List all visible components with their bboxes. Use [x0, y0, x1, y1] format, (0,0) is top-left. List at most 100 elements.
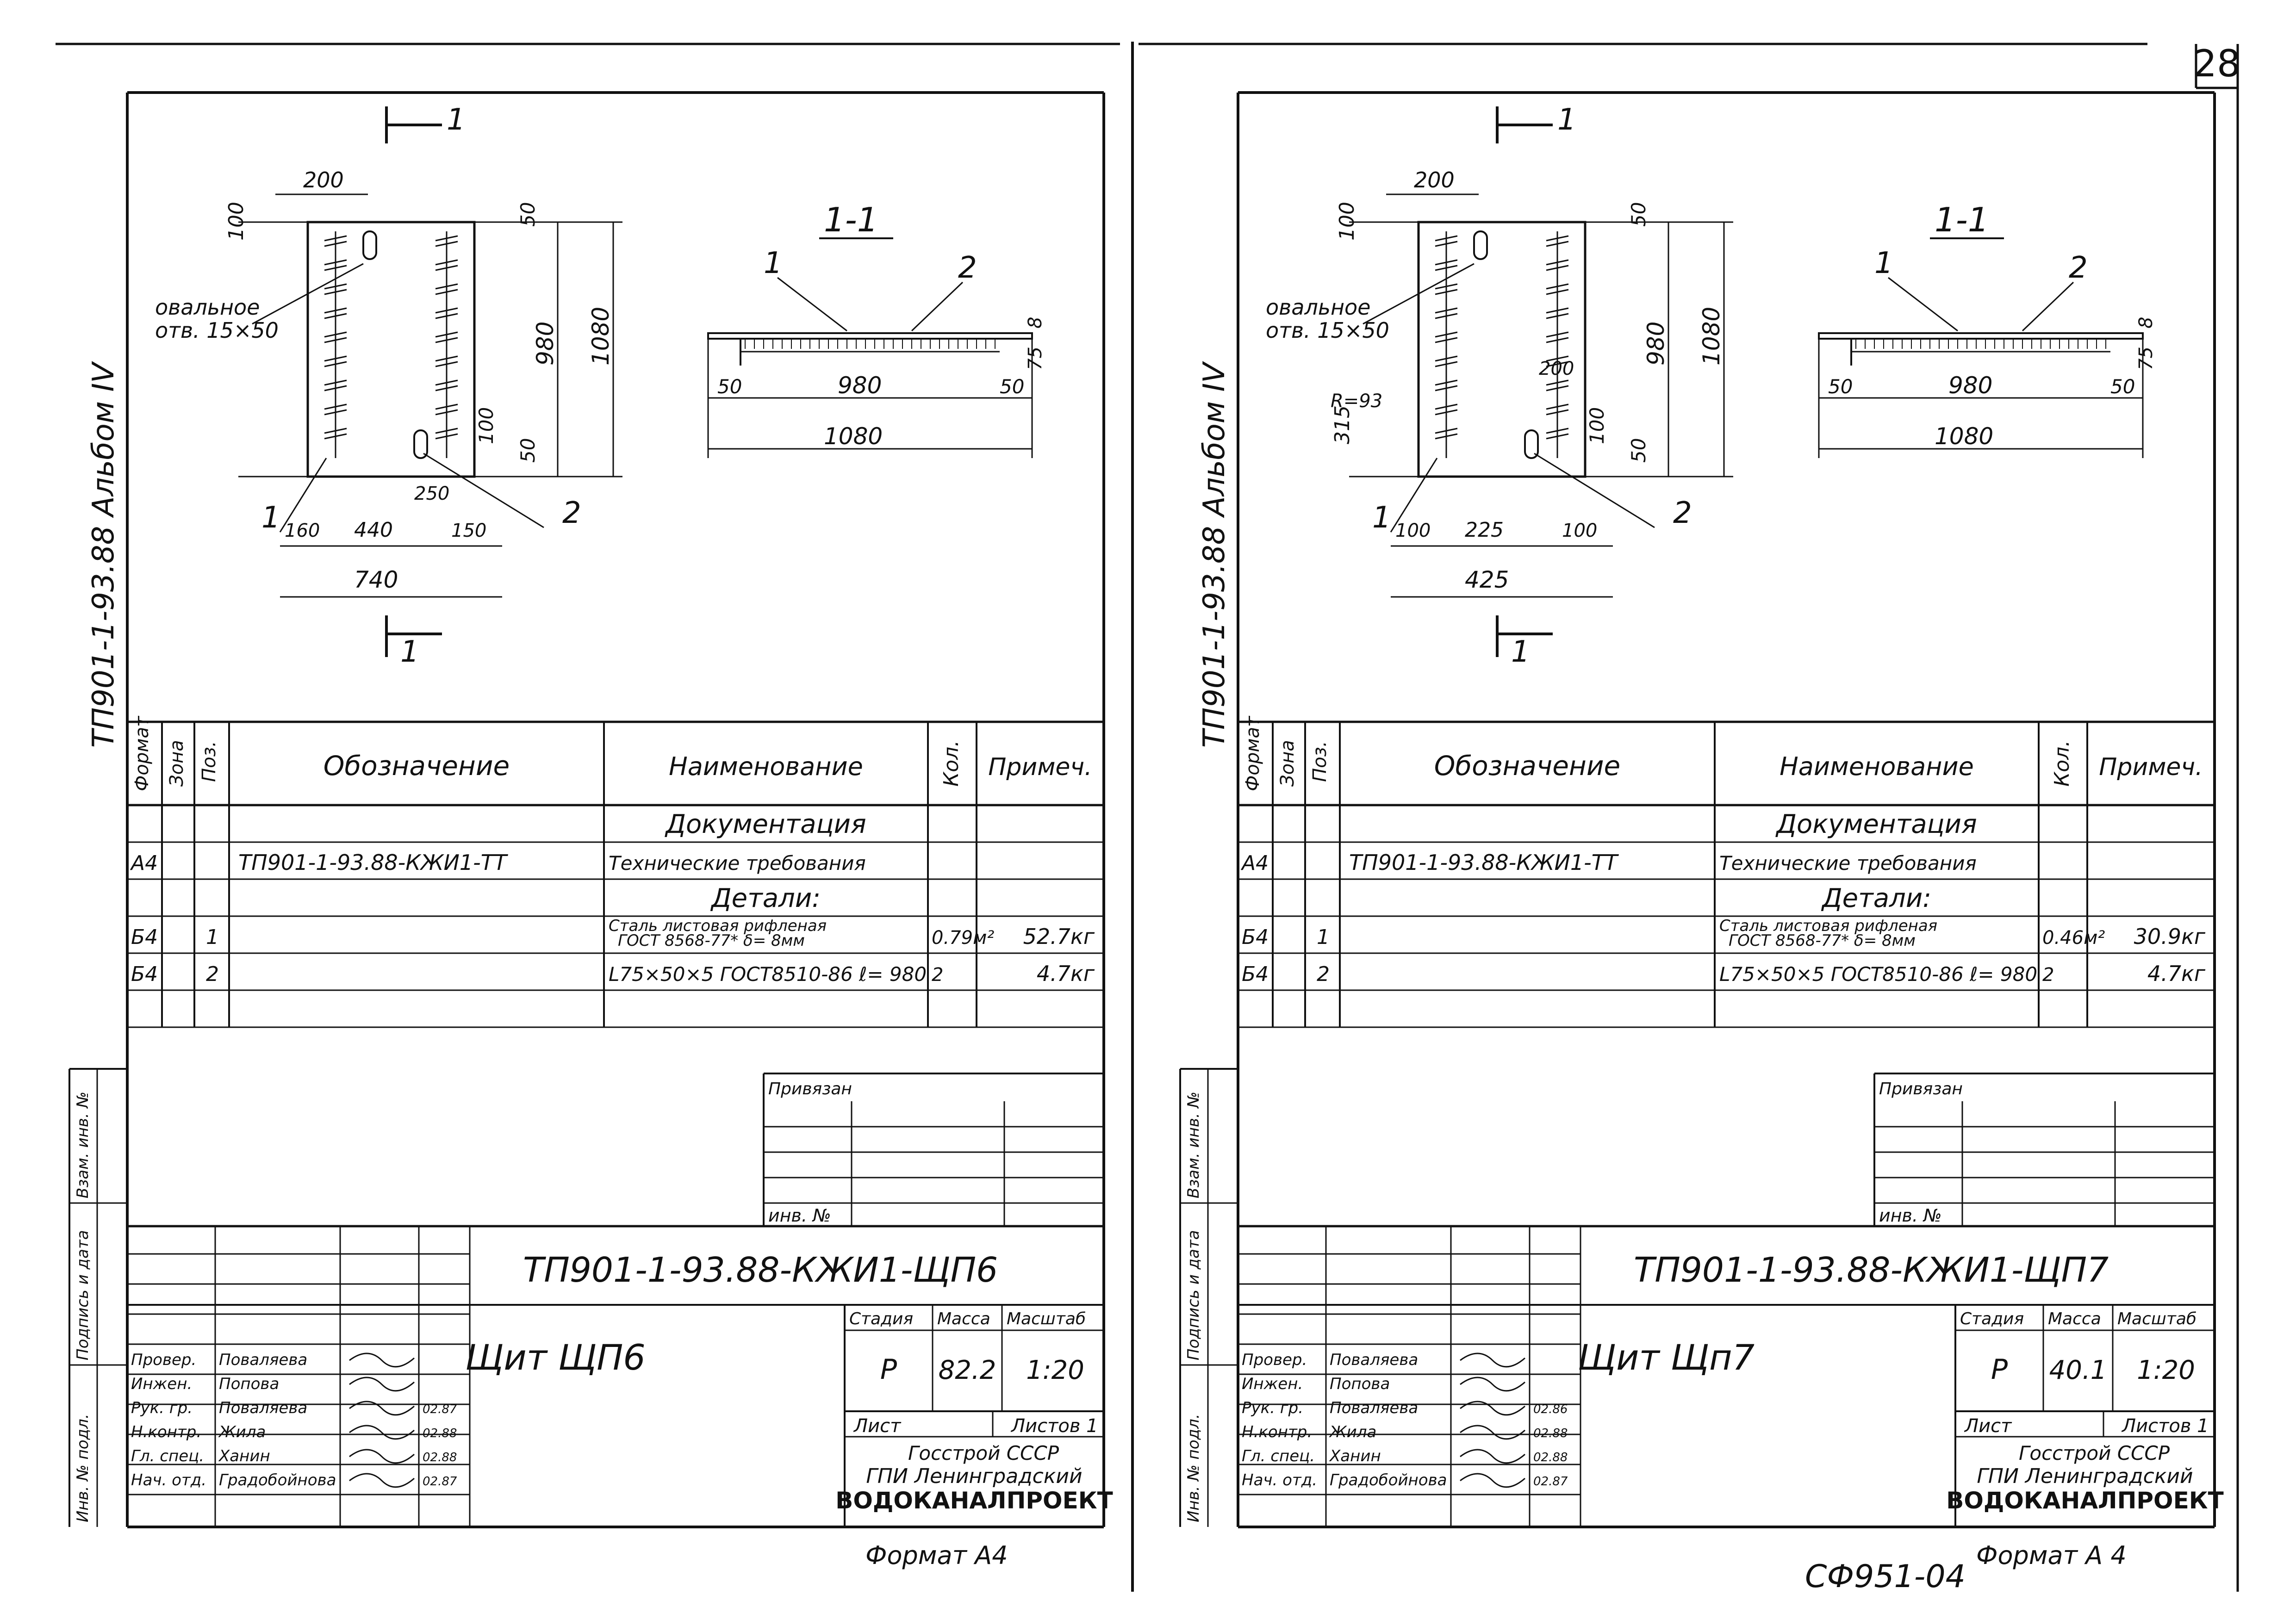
- rib-mark: [1435, 283, 1458, 290]
- spec-row-pos: 2: [1317, 962, 1330, 986]
- spec-header-pos: Поз.: [199, 741, 220, 782]
- rib-mark: [1435, 235, 1458, 242]
- spec-row-note: 4.7кг: [2147, 961, 2206, 986]
- side-stamp-label: Инв. № подл.: [74, 1414, 92, 1522]
- dim-label: 100: [1562, 520, 1597, 541]
- role-label: Н.контр.: [131, 1423, 201, 1441]
- dim-label: 200: [1414, 168, 1455, 192]
- org-line: Госстрой СССР: [2019, 1442, 2170, 1464]
- dim-label: 100: [224, 202, 248, 241]
- dim-label: 8: [1025, 317, 1046, 329]
- section-mark-bottom: 1: [400, 635, 419, 669]
- spec-header-zone: Зона: [166, 740, 187, 787]
- dim-label: 100: [1335, 202, 1359, 241]
- rib-mark: [1435, 337, 1458, 343]
- side-stamp-label: Подпись и дата: [74, 1230, 92, 1360]
- dim-label: 740: [354, 566, 398, 593]
- side-stamp-label: Подпись и дата: [1184, 1230, 1203, 1360]
- rib-mark: [324, 403, 347, 410]
- spec-header-name: Наименование: [1780, 752, 1974, 781]
- rib-mark: [435, 433, 458, 440]
- spec-row-qty: 0.46м²: [2042, 927, 2105, 949]
- dim-label: 1080: [824, 423, 883, 450]
- spec-row-pos: 1: [1317, 925, 1330, 949]
- dim-label: 160: [285, 520, 320, 541]
- rib-mark: [1546, 265, 1569, 271]
- role-label: Инжен.: [131, 1375, 192, 1393]
- spec-row-qty: 0.79м²: [932, 927, 994, 949]
- hole-note: овальное: [155, 295, 260, 320]
- rib-mark: [435, 331, 458, 338]
- rib-mark: [1546, 259, 1569, 266]
- rib-mark: [435, 385, 458, 391]
- signature: [1460, 1473, 1525, 1488]
- spec-header-name: Наименование: [669, 752, 863, 781]
- scale-value: 1:20: [1026, 1355, 1084, 1385]
- signature: [349, 1449, 415, 1464]
- spec-row-format: Б4: [1242, 962, 1269, 986]
- spec-row-format: А4: [1240, 851, 1269, 875]
- dim-label: 50: [1627, 438, 1650, 463]
- spec-header-qty: Кол.: [940, 740, 963, 787]
- section-plate: [707, 332, 1033, 340]
- scale-label: Масштаб: [2117, 1309, 2196, 1328]
- rib-mark: [1435, 313, 1458, 319]
- signature: [1460, 1425, 1525, 1440]
- rib-mark: [435, 307, 458, 314]
- rib-mark: [435, 337, 458, 343]
- rib-mark: [1435, 307, 1458, 314]
- spec-row-name: Технические требования: [609, 852, 866, 875]
- role-name: Ханин: [1329, 1447, 1381, 1465]
- role-label: Нач. отд.: [131, 1471, 206, 1489]
- sheet-right: ТП901-1-93.88 Альбом IV11200100овальноео…: [1179, 91, 2224, 1570]
- spec-row-qty: 2: [2042, 964, 2054, 986]
- dim-label: 315: [1331, 405, 1354, 444]
- binding-title: Привязан: [768, 1079, 852, 1098]
- drawing-code: ТП901-1-93.88-КЖИ1-ЩП7: [1634, 1250, 2109, 1290]
- spec-row-name: Технические требования: [1719, 852, 1977, 875]
- rib-mark: [1546, 307, 1569, 314]
- rib-mark: [324, 361, 347, 367]
- dim-label: 50: [1000, 375, 1024, 398]
- dim-label: 980: [1948, 372, 1992, 399]
- sheet-label: Лист: [853, 1415, 902, 1437]
- role-date: 02.88: [1533, 1427, 1568, 1440]
- role-name: Градобойнова: [219, 1471, 336, 1489]
- rib-mark: [435, 409, 458, 416]
- role-label: Нач. отд.: [1242, 1471, 1317, 1489]
- hole-note: отв. 15×50: [155, 318, 279, 343]
- hole-note: овальное: [1266, 295, 1370, 320]
- drawing-code: ТП901-1-93.88-КЖИ1-ЩП6: [523, 1250, 998, 1290]
- plate-outline: [306, 221, 476, 478]
- spec-header-format: Формат: [1242, 715, 1263, 791]
- rib-mark: [1546, 433, 1569, 440]
- role-label: Гл. спец.: [131, 1447, 204, 1465]
- rib-mark: [1435, 409, 1458, 416]
- rib-mark: [1435, 265, 1458, 271]
- spec-row-designation: ТП901-1-93.88-КЖИ1-ТТ: [238, 850, 509, 875]
- pos-label: 2: [2069, 251, 2088, 285]
- section-title: 1-1: [1935, 200, 1989, 239]
- org-line: ВОДОКАНАЛПРОЕКТ: [835, 1487, 1113, 1514]
- dim-label: 50: [516, 202, 539, 227]
- rib-mark: [1546, 241, 1569, 247]
- spec-row-format: Б4: [131, 925, 158, 949]
- rib-mark: [1546, 361, 1569, 367]
- section-plate: [1818, 332, 2144, 340]
- spec-section-parts: Детали:: [710, 883, 821, 913]
- spec-header-qty: Кол.: [2050, 740, 2074, 787]
- signature: [349, 1425, 415, 1440]
- rib-mark: [324, 428, 347, 434]
- role-name: Попова: [219, 1375, 279, 1393]
- pos-label: 2: [958, 251, 977, 285]
- rib-mark: [324, 355, 347, 362]
- dim-label: 50: [717, 375, 742, 398]
- mass-label: Масса: [937, 1309, 990, 1328]
- rib-mark: [1435, 403, 1458, 410]
- rib-mark: [324, 433, 347, 440]
- section-mark-top: 1: [1557, 103, 1576, 137]
- spec-header-note: Примеч.: [988, 753, 1092, 781]
- sheet-label: Лист: [1964, 1415, 2012, 1437]
- role-label: Рук. гр.: [1242, 1399, 1303, 1417]
- leader: [279, 458, 327, 533]
